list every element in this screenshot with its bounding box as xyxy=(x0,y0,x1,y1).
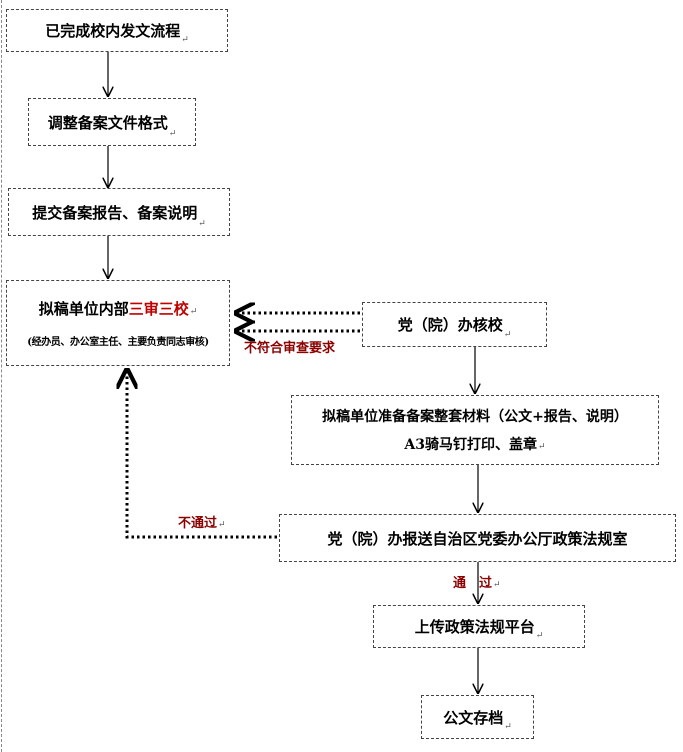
node-label: 已完成校内发文流程 xyxy=(45,22,181,40)
node-submit-report: 提交备案报告、备案说明↵ xyxy=(8,188,230,236)
node-label: 党（院）办核校 xyxy=(397,316,503,334)
node-submit-to-regulation-office: 党（院）办报送自治区党委办公厅政策法规室 xyxy=(279,514,676,562)
node-completed-internal-process: 已完成校内发文流程↵ xyxy=(6,9,228,52)
node-prepare-materials: 拟稿单位准备备案整套材料（公文+报告、说明） A3骑马钉打印、盖章↵ xyxy=(291,395,659,465)
node-label-highlight: 三审三校 xyxy=(128,300,189,318)
node-adjust-format: 调整备案文件格式↵ xyxy=(28,98,196,146)
node-archive: 公文存档↵ xyxy=(421,695,534,739)
node-label: 党（院）办报送自治区党委办公厅政策法规室 xyxy=(327,529,628,548)
edge-label-not-passed: 不通过↵ xyxy=(178,516,226,531)
node-label: 公文存档 xyxy=(443,708,504,727)
edge-label-not-meet-requirements: 不符合审查要求 xyxy=(244,341,336,356)
edge-label-passed: 通 过↵ xyxy=(453,576,501,591)
node-upload-platform: 上传政策法规平台↵ xyxy=(373,605,585,648)
node-internal-review: 拟稿单位内部三审三校↵ (经办员、办公室主任、主要负责同志审核) xyxy=(6,280,230,366)
node-office-check: 党（院）办核校↵ xyxy=(362,302,547,347)
node-label-prefix: 拟稿单位内部 xyxy=(38,300,129,318)
node-label-line1: 拟稿单位准备备案整套材料（公文+报告、说明） xyxy=(322,409,628,425)
node-label: 提交备案报告、备案说明 xyxy=(32,203,198,222)
node-label: 调整备案文件格式 xyxy=(47,113,168,132)
page-margin-line xyxy=(1,0,2,752)
node-label-line2: A3骑马钉打印、盖章 xyxy=(404,437,538,453)
node-label: 上传政策法规平台 xyxy=(414,618,535,636)
dotted-arrow-n7-n4 xyxy=(127,370,277,539)
node-sub-label: (经办员、办公室主任、主要负责同志审核) xyxy=(27,337,209,348)
